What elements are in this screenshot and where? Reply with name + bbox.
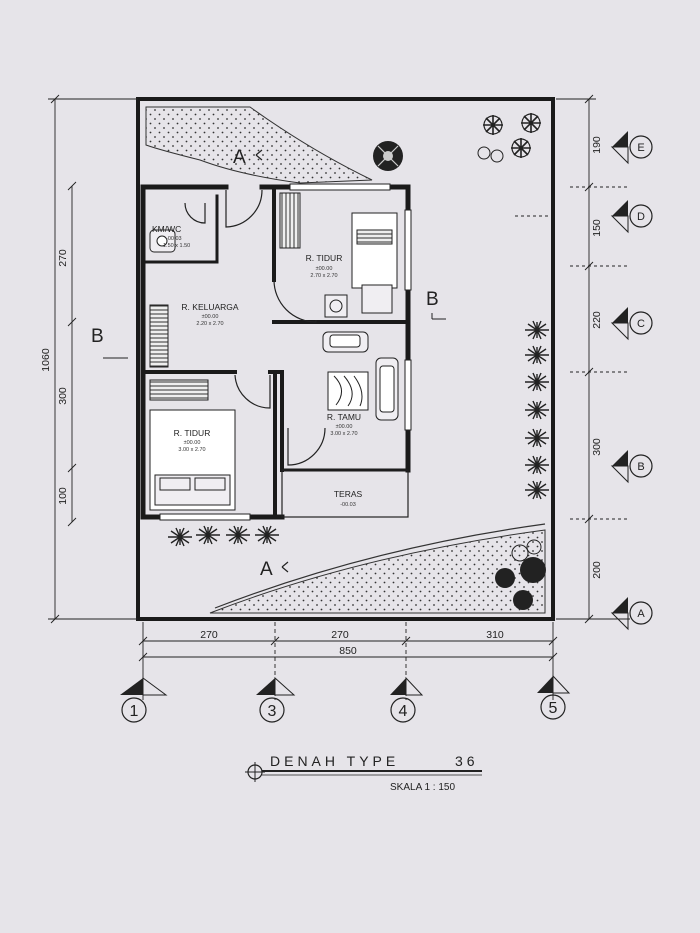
room-tidur-bottom: R. TIDUR ±00.00 3.00 x 2.70	[174, 428, 211, 453]
svg-text:2.70 x 2.70: 2.70 x 2.70	[310, 273, 337, 279]
back-garden	[209, 529, 546, 614]
dim-bottom-1: 270	[200, 629, 218, 641]
svg-text:R. TIDUR: R. TIDUR	[306, 253, 343, 263]
svg-text:SKALA 1 : 150: SKALA 1 : 150	[390, 782, 455, 793]
dim-left-3: 100	[57, 487, 69, 505]
svg-text:-00.03: -00.03	[166, 236, 182, 242]
shrub-cluster-icon	[477, 112, 542, 163]
room-kmwc: KM/WC -00.03 1.50 x 1.50	[152, 224, 190, 249]
grid-axis-b: B	[610, 450, 653, 484]
svg-text:1.50 x 1.50: 1.50 x 1.50	[163, 243, 190, 249]
svg-text:C: C	[637, 318, 645, 330]
dim-bottom-total: 850	[339, 645, 357, 657]
window	[404, 359, 412, 431]
window	[289, 183, 391, 191]
room-keluarga: R. KELUARGA ±00.00 2.20 x 2.70	[181, 302, 238, 327]
garden-curve	[214, 523, 546, 609]
svg-text:B: B	[91, 326, 104, 347]
dim-bottom-3: 310	[486, 629, 504, 641]
svg-text:4: 4	[399, 703, 408, 720]
grid-axis-1: 1	[120, 677, 168, 723]
grid-axis-4: 4	[390, 676, 424, 723]
dim-left-2: 300	[57, 387, 69, 405]
svg-text:±00.00: ±00.00	[202, 314, 219, 320]
window	[159, 513, 251, 521]
dim-right-2: 150	[591, 219, 603, 237]
dimension-bottom	[138, 622, 558, 700]
svg-text:3.00 x 2.70: 3.00 x 2.70	[330, 431, 357, 437]
grid-axis-3: 3	[256, 676, 296, 723]
svg-text:A: A	[233, 147, 246, 168]
grid-axis-5: 5	[537, 674, 571, 720]
svg-text:3.00 x 2.70: 3.00 x 2.70	[178, 447, 205, 453]
room-tamu: R. TAMU ±00.00 3.00 x 2.70	[327, 412, 361, 437]
dim-right-5: 200	[591, 561, 603, 579]
svg-text:R. KELUARGA: R. KELUARGA	[181, 302, 238, 312]
svg-text:3: 3	[268, 703, 277, 720]
svg-text:5: 5	[549, 700, 558, 717]
svg-text:±00.00: ±00.00	[184, 440, 201, 446]
svg-text:±00.00: ±00.00	[336, 424, 353, 430]
svg-text:KM/WC: KM/WC	[152, 224, 181, 234]
front-garden	[145, 106, 373, 184]
shrub-row-icon	[167, 525, 280, 547]
room-tidur-top: R. TIDUR ±00.00 2.70 x 2.70	[306, 253, 343, 279]
svg-text:DENAH TYPE: DENAH TYPE	[270, 753, 399, 769]
svg-text:±00.00: ±00.00	[316, 266, 333, 272]
svg-text:R. TIDUR: R. TIDUR	[174, 428, 211, 438]
dimension-right	[515, 94, 630, 624]
section-marker-a-top: A	[233, 147, 263, 168]
grid-axis-a: A	[610, 597, 653, 631]
svg-text:D: D	[637, 211, 645, 223]
svg-text:TERAS: TERAS	[334, 489, 363, 499]
svg-text:A: A	[637, 608, 645, 620]
svg-text:B: B	[426, 289, 439, 310]
grid-axis-c: C	[610, 307, 653, 341]
tree-icon	[373, 141, 403, 171]
room-teras: TERAS -00.03	[334, 489, 363, 508]
grid-axis-d: D	[610, 200, 653, 234]
section-marker-b-right: B	[426, 289, 446, 320]
svg-text:-00.03: -00.03	[340, 502, 356, 508]
site-boundary	[136, 97, 555, 621]
window	[404, 209, 412, 291]
furniture	[149, 192, 399, 511]
dimension-left	[48, 94, 138, 624]
section-marker-b-left: B	[91, 326, 128, 359]
svg-text:R. TAMU: R. TAMU	[327, 412, 361, 422]
svg-text:2.20 x 2.70: 2.20 x 2.70	[196, 321, 223, 327]
dim-right-3: 220	[591, 311, 603, 329]
dim-left-total: 1060	[40, 348, 52, 372]
svg-text:A: A	[260, 559, 273, 580]
grid-axis-e: E	[610, 131, 653, 165]
dim-right-1: 190	[591, 136, 603, 154]
svg-text:E: E	[637, 142, 644, 154]
door-icon	[184, 189, 326, 466]
hedge-icon	[524, 320, 550, 500]
dim-left-1: 270	[57, 249, 69, 267]
drawing-title: DENAH TYPE 36 SKALA 1 : 150	[245, 753, 482, 793]
svg-text:36: 36	[455, 753, 479, 769]
back-shrub-icon	[495, 539, 546, 610]
section-marker-a-bottom: A	[260, 559, 289, 580]
dim-bottom-2: 270	[331, 629, 349, 641]
teras-area	[281, 469, 409, 518]
svg-text:B: B	[637, 461, 644, 473]
dim-right-4: 300	[591, 438, 603, 456]
svg-text:1: 1	[130, 703, 139, 720]
